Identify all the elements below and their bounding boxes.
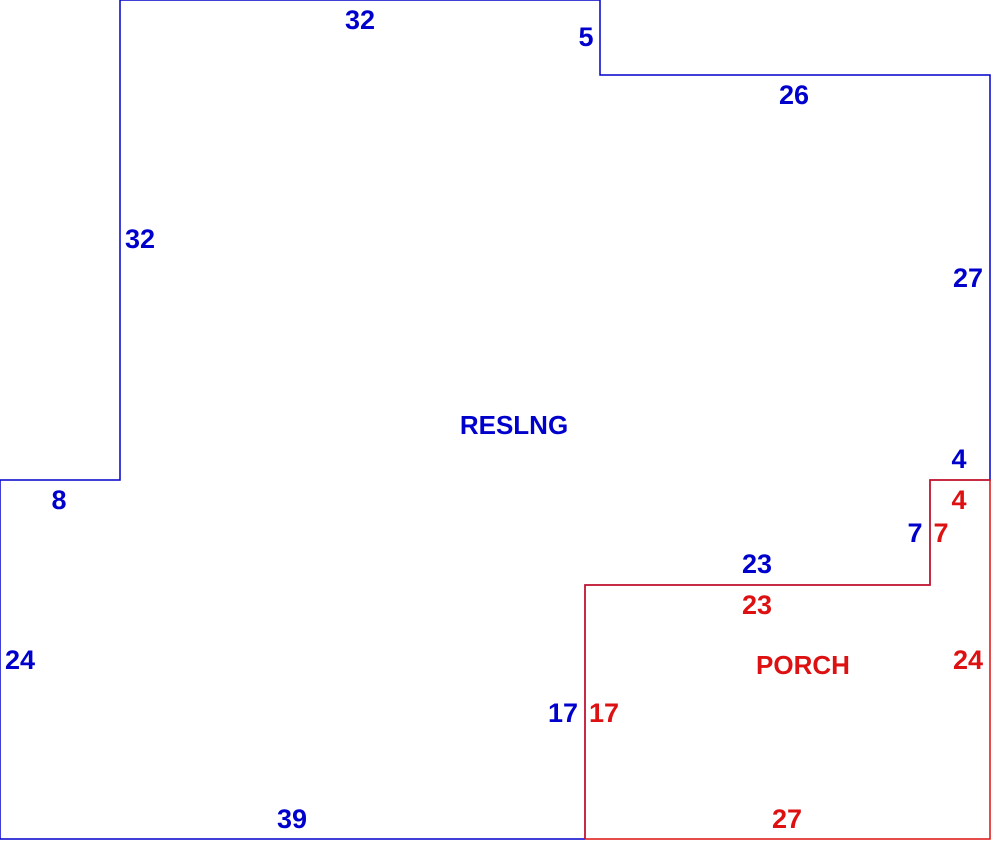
main-dim-top-right: 26	[779, 80, 809, 110]
porch-dim-right: 24	[953, 645, 983, 675]
porch-outline	[584, 479, 991, 840]
main-dim-left-upper: 32	[125, 224, 155, 254]
porch-dim-step-vertical: 7	[933, 518, 948, 548]
main-dim-inner-step-vertical: 7	[907, 518, 922, 548]
porch-dim-bottom: 27	[772, 804, 802, 834]
main-dim-left-lower: 24	[5, 645, 35, 675]
main-dim-bottom: 39	[277, 804, 307, 834]
main-dim-inner-top: 23	[742, 549, 772, 579]
main-dim-top-left: 32	[345, 5, 375, 35]
main-dim-inner-left: 17	[548, 698, 578, 728]
main-dim-left-step: 8	[51, 485, 66, 515]
main-area-label: RESLNG	[460, 410, 568, 440]
porch-area-label: PORCH	[756, 650, 850, 680]
porch-dim-top-step: 4	[951, 485, 966, 515]
main-dim-right-step: 4	[951, 444, 966, 474]
main-dim-right-upper: 27	[953, 263, 983, 293]
porch-dim-top: 23	[742, 590, 772, 620]
main-dim-top-step: 5	[578, 22, 593, 52]
porch-dim-left: 17	[589, 698, 619, 728]
